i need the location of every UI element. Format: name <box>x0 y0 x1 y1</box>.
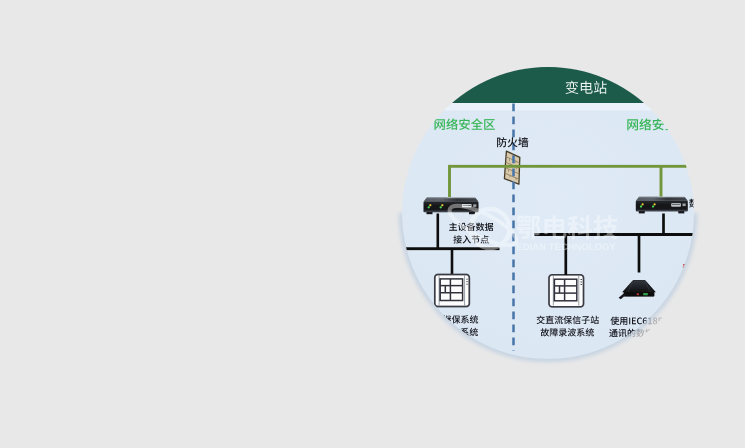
svg-text:EDIAN TECHNOLOGY: EDIAN TECHNOLOGY <box>517 242 617 253</box>
